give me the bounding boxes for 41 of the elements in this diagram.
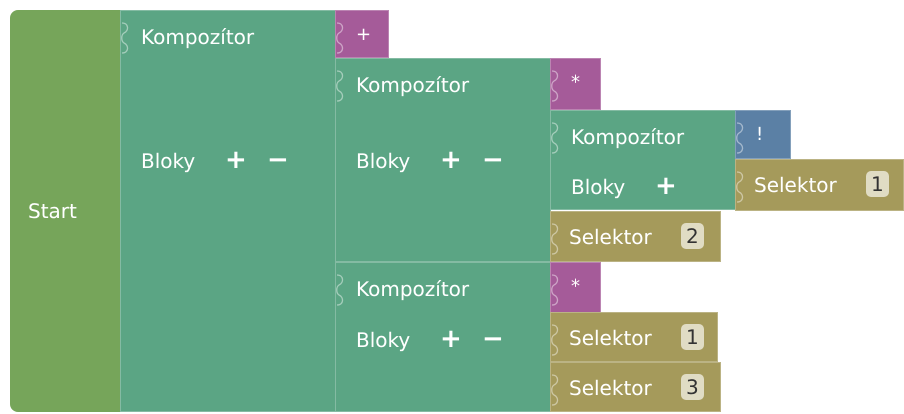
number-field: 1 <box>866 171 889 197</box>
add-control: + <box>440 148 462 172</box>
composite-block <box>550 110 736 210</box>
remove-control: − <box>482 148 504 172</box>
block-label: Bloky <box>571 175 626 199</box>
block-label: Bloky <box>141 149 196 173</box>
operator-label: ! <box>756 123 764 147</box>
block-label: Start <box>28 199 77 223</box>
block-label: Kompozítor <box>141 25 254 49</box>
add-control: + <box>655 174 677 198</box>
start-block <box>10 10 122 412</box>
operator-block <box>735 110 791 159</box>
composite-block <box>335 58 551 262</box>
selector-block <box>550 211 721 262</box>
block-label: Kompozítor <box>356 73 470 97</box>
operator-label: + <box>356 23 372 47</box>
selector-block <box>550 312 718 362</box>
remove-control: − <box>482 327 504 351</box>
block-label: Selektor <box>569 326 652 350</box>
block-label: Bloky <box>356 149 410 173</box>
composite-block <box>335 262 551 412</box>
operator-label: * <box>571 71 580 95</box>
block-label: Kompozítor <box>356 277 470 301</box>
operator-block <box>550 262 601 313</box>
composite-block <box>120 10 336 412</box>
block-label: Selektor <box>569 376 652 400</box>
number-field: 1 <box>681 324 704 350</box>
remove-control: − <box>267 148 289 172</box>
number-field: 2 <box>681 223 704 249</box>
add-control: + <box>440 327 462 351</box>
selector-block <box>550 362 721 412</box>
operator-label: * <box>571 275 580 299</box>
operator-block <box>335 10 389 58</box>
block-label: Selektor <box>569 225 652 249</box>
selector-block <box>735 159 904 211</box>
block-label: Bloky <box>356 328 410 352</box>
block-label: Kompozítor <box>571 125 684 149</box>
block-label: Selektor <box>754 173 837 197</box>
add-control: + <box>225 148 247 172</box>
number-field: 3 <box>681 374 704 400</box>
operator-block <box>550 58 601 110</box>
